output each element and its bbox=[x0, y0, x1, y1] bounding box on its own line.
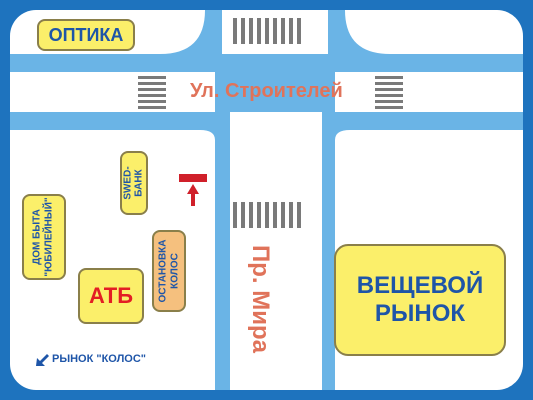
street-stroiteley-label: Ул. Строителей bbox=[190, 80, 343, 102]
market-label-2: РЫНОК bbox=[374, 300, 466, 327]
market-box: ВЕЩЕВОЙ РЫНОК bbox=[334, 244, 506, 356]
street-mira-label: Пр. Мира bbox=[247, 245, 274, 353]
dom-byta-label-1: ДОМ БЫТА bbox=[32, 209, 43, 265]
swedbank-label-2: БАНК bbox=[134, 169, 145, 197]
direction-arrow-icon bbox=[36, 354, 49, 366]
market-label-1: ВЕЩЕВОЙ bbox=[356, 272, 484, 299]
road-mira-median bbox=[230, 112, 322, 390]
zebra-crossing-north bbox=[233, 18, 301, 44]
swedbank-label-1: SWED- bbox=[123, 166, 134, 200]
zebra-crossing-south bbox=[233, 202, 301, 228]
atb-label: АТБ bbox=[88, 283, 134, 308]
up-arrow-icon bbox=[187, 184, 199, 206]
swedbank-box: SWED- БАНК bbox=[120, 151, 148, 215]
you-are-here-marker bbox=[179, 174, 207, 182]
dom-byta-label-2: "ЮБИЛЕЙНЫЙ" bbox=[44, 197, 55, 277]
optika-box: ОПТИКА bbox=[37, 19, 135, 51]
ostanovka-label-2: КОЛОС bbox=[169, 253, 180, 289]
atb-box: АТБ bbox=[78, 268, 144, 324]
rynok-kolos-direction-label: РЫНОК "КОЛОС" bbox=[52, 353, 147, 365]
road-curves bbox=[160, 10, 390, 140]
zebra-crossing-east bbox=[375, 76, 403, 109]
dom-byta-box: ДОМ БЫТА "ЮБИЛЕЙНЫЙ" bbox=[22, 194, 66, 280]
zebra-crossing-west bbox=[138, 76, 166, 109]
map-canvas: Ул. Строителей Пр. Мира ОПТИКА SWED- БАН… bbox=[10, 10, 523, 390]
ostanovka-box: ОСТАНОВКА КОЛОС bbox=[152, 230, 186, 312]
optika-label: ОПТИКА bbox=[48, 24, 124, 45]
ostanovka-label-1: ОСТАНОВКА bbox=[157, 239, 168, 303]
